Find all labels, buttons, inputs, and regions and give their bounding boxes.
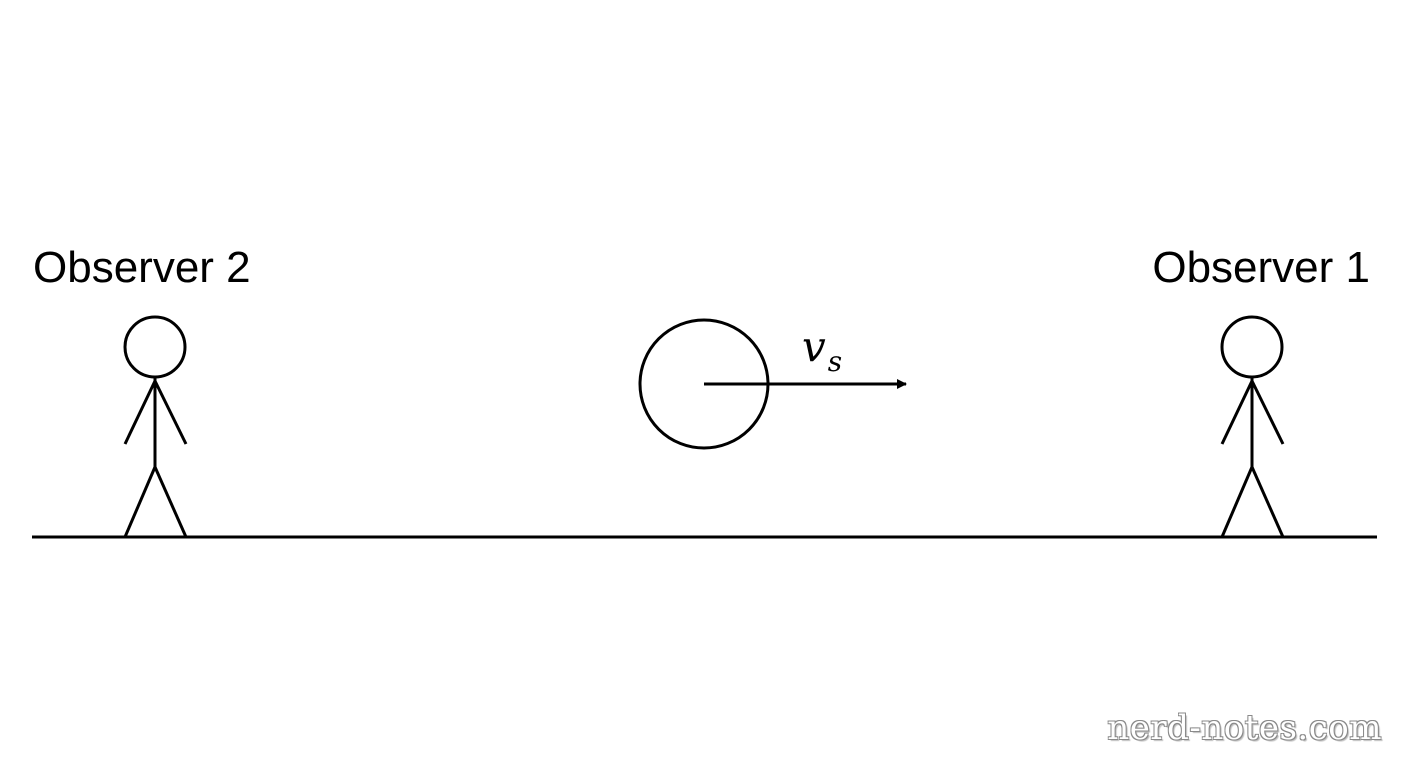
watermark: nerd-notes.com: [1107, 708, 1382, 748]
observer-1-figure: [1220, 315, 1285, 538]
observer-2-left-arm: [123, 380, 157, 445]
observer-1-label: Observer 1: [1152, 243, 1370, 292]
velocity-symbol: v: [802, 322, 826, 371]
observer-2-left-leg: [123, 466, 157, 538]
observer-1-left-arm: [1220, 380, 1254, 445]
observer-1-right-arm: [1250, 380, 1285, 445]
source-velocity-label: vs: [802, 326, 842, 376]
observer-1-left-leg: [1220, 466, 1254, 538]
observer-2-figure: [123, 315, 188, 538]
observer-1-head: [1220, 315, 1284, 379]
observer-1-right-leg: [1250, 466, 1285, 538]
velocity-subscript: s: [827, 345, 843, 378]
observer-2-head: [123, 315, 187, 379]
observer-2-label: Observer 2: [33, 243, 251, 292]
observer-2-right-arm: [153, 380, 188, 445]
observer-2-right-leg: [153, 466, 188, 538]
